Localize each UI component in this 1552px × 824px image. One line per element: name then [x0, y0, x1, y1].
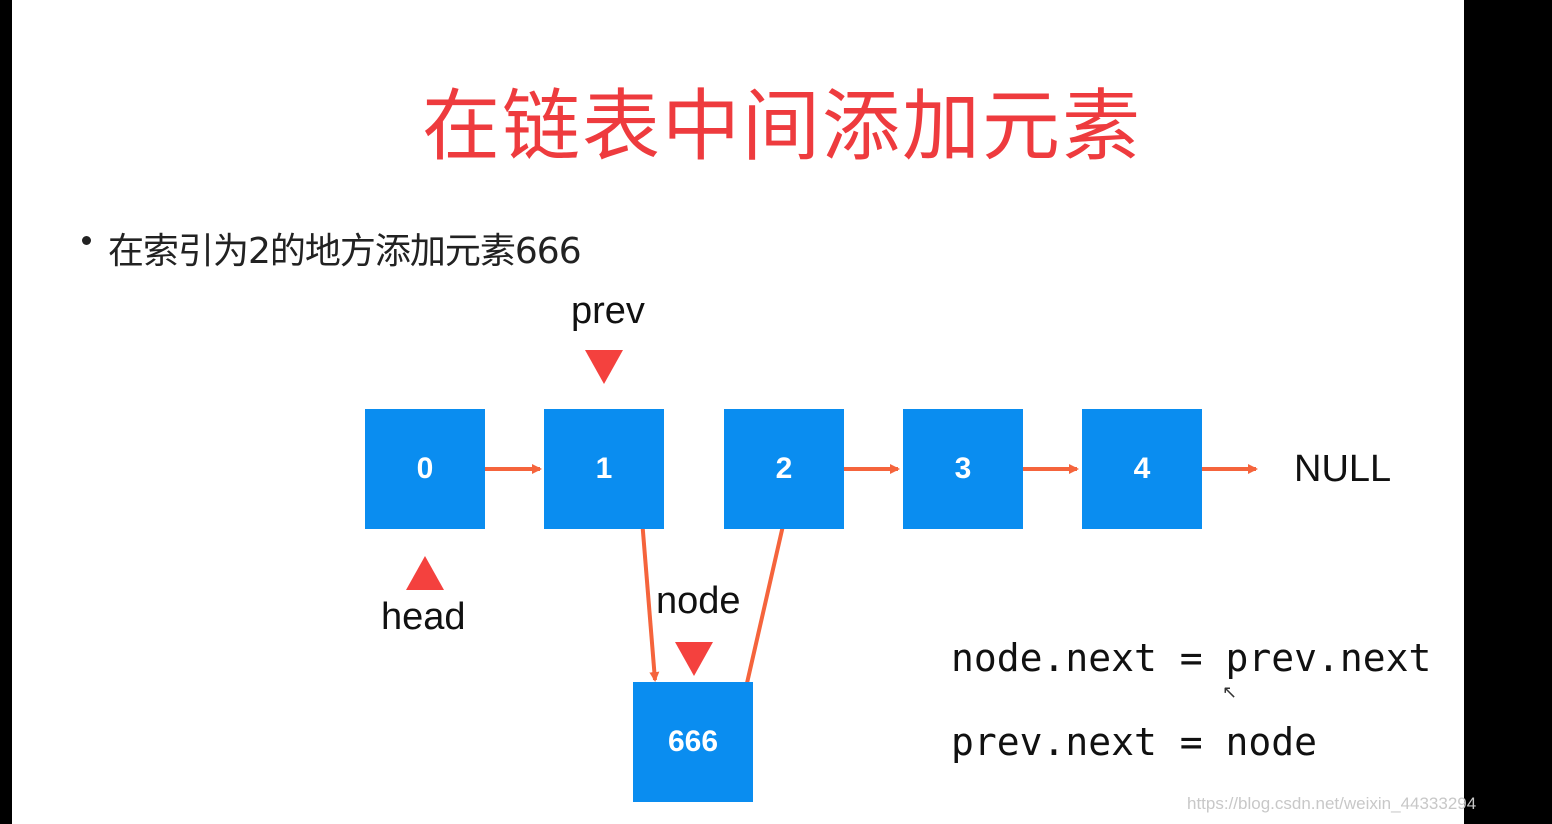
head-label: head [381, 596, 466, 638]
list-node-3: 3 [903, 409, 1023, 529]
prev-label: prev [571, 290, 645, 332]
list-node-2: 2 [724, 409, 844, 529]
code-line-1: node.next = prev.next [951, 636, 1432, 680]
head-pointer-marker [406, 556, 444, 590]
list-node-4: 4 [1082, 409, 1202, 529]
code-line-2: prev.next = node [951, 720, 1318, 764]
prev-pointer-marker [585, 350, 623, 384]
slide: 在链表中间添加元素 在索引为2的地方添加元素666 0 1 2 3 4 666 … [12, 0, 1476, 824]
node-pointer-marker [675, 642, 713, 676]
bullet-dot [82, 236, 91, 245]
list-node-1: 1 [544, 409, 664, 529]
slide-title: 在链表中间添加元素 [421, 82, 1142, 172]
new-node-666: 666 [633, 682, 753, 802]
watermark: https://blog.csdn.net/weixin_44333294 [1187, 794, 1477, 813]
null-label: NULL [1294, 448, 1392, 490]
mouse-cursor-icon: ↖ [1222, 682, 1238, 703]
bullet-text: 在索引为2的地方添加元素666 [108, 231, 582, 272]
list-node-0: 0 [365, 409, 485, 529]
node-label: node [656, 580, 741, 622]
